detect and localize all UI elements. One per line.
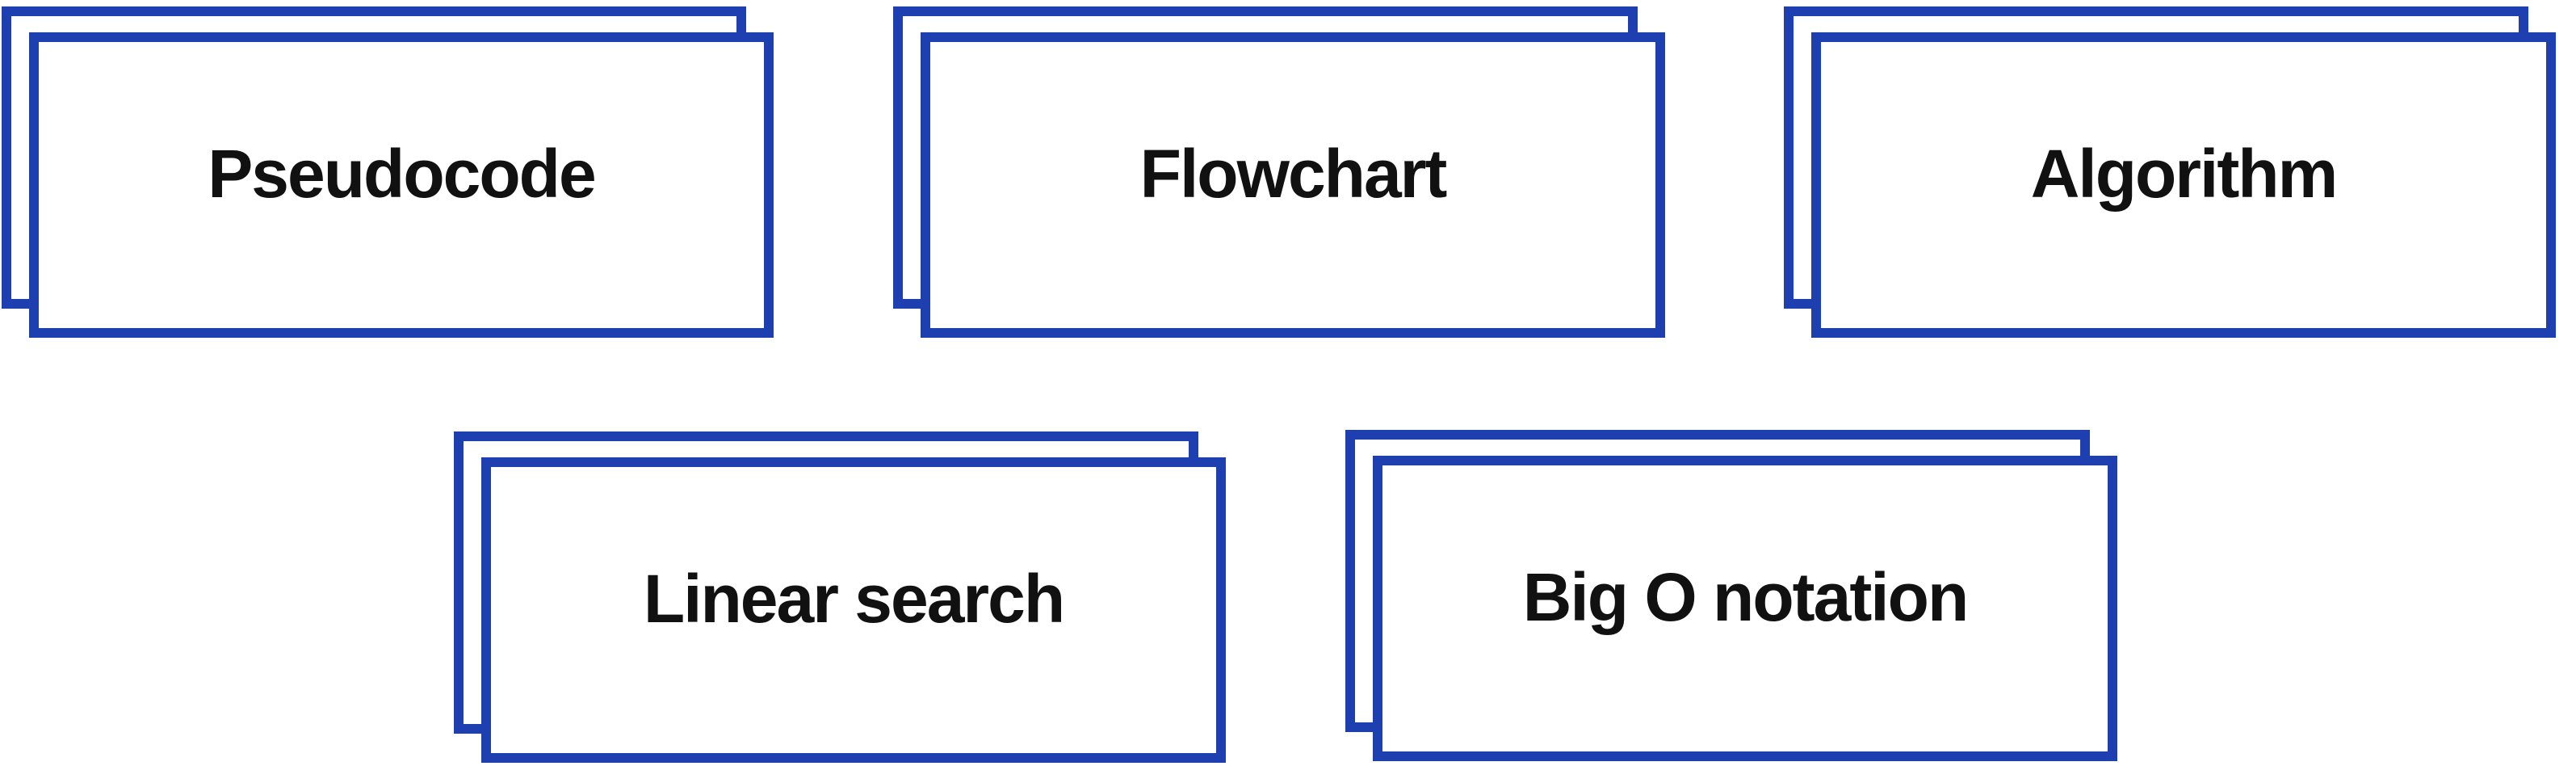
card-algorithm: Algorithm xyxy=(1784,6,2556,338)
card-face: Algorithm xyxy=(1811,32,2556,338)
card-pseudocode: Pseudocode xyxy=(2,6,774,338)
card-label: Algorithm xyxy=(2030,135,2339,212)
card-label: Linear search xyxy=(643,560,1065,637)
card-linear-search: Linear search xyxy=(454,431,1226,763)
card-big-o-notation: Big O notation xyxy=(1345,430,2117,761)
card-label: Pseudocode xyxy=(208,135,596,212)
card-face: Linear search xyxy=(481,457,1226,763)
card-label: Flowchart xyxy=(1139,135,1448,212)
card-face: Big O notation xyxy=(1373,456,2117,761)
card-face: Flowchart xyxy=(921,32,1665,338)
card-flowchart: Flowchart xyxy=(893,6,1665,338)
card-face: Pseudocode xyxy=(29,32,774,338)
card-label: Big O notation xyxy=(1522,558,1970,635)
